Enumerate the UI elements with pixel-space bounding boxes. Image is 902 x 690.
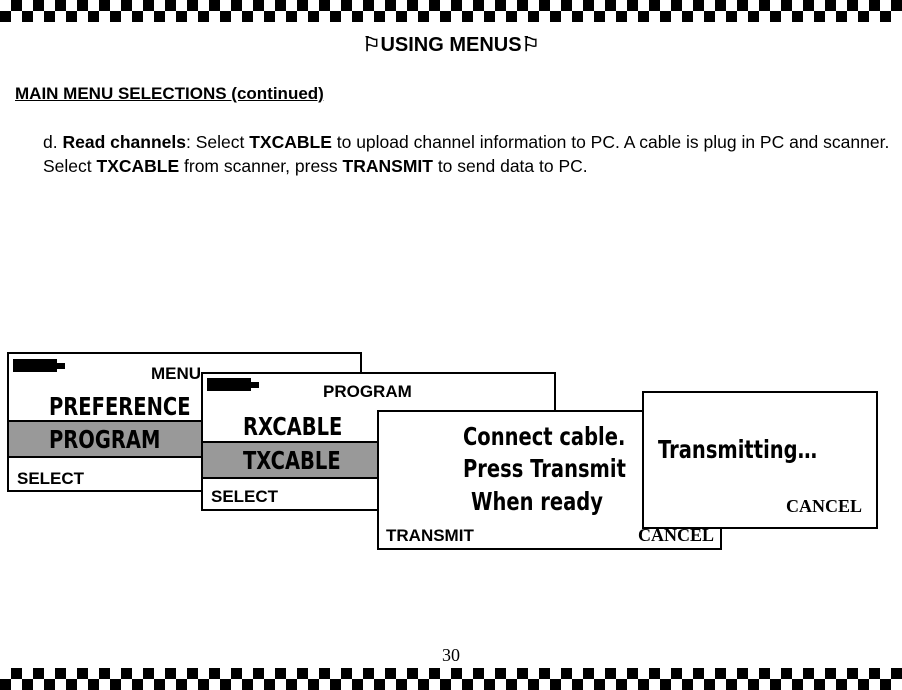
connect-line-2: Press Transmit <box>463 454 626 483</box>
connect-line-3: When ready <box>471 487 603 516</box>
menu-title: MENU <box>151 364 202 383</box>
paragraph-text-3: from scanner, press <box>179 156 343 176</box>
softkey-select[interactable]: SELECT <box>211 487 279 506</box>
paragraph-term: Read channels <box>62 132 186 152</box>
program-title: PROGRAM <box>323 382 412 401</box>
softkey-cancel[interactable]: CANCEL <box>785 496 862 516</box>
softkey-transmit[interactable]: TRANSMIT <box>386 526 474 545</box>
paragraph-text-1: : Select <box>186 132 250 152</box>
softkey-cancel[interactable]: CANCEL <box>637 525 714 545</box>
paragraph-text-2: to upload channel information to PC. A c… <box>43 132 890 176</box>
paragraph-keyword-transmit: TRANSMIT <box>342 156 433 176</box>
transmitting-message: Transmitting… <box>658 435 818 464</box>
checker-border-top <box>0 0 902 22</box>
paragraph-keyword-txcable-2: TXCABLE <box>96 156 180 176</box>
page-title-text: USING MENUS <box>380 34 522 56</box>
checker-border-bottom <box>0 668 902 690</box>
page-title: ⚐USING MENUS⚐ <box>0 32 902 57</box>
screen-transmitting: Transmitting… CANCEL <box>642 391 878 529</box>
instruction-paragraph: d. Read channels: Select TXCABLE to uplo… <box>43 130 893 178</box>
flag-icon-right: ⚐ <box>521 34 540 56</box>
flag-icon-left: ⚐ <box>362 34 381 56</box>
paragraph-prefix: d. <box>43 132 63 152</box>
paragraph-keyword-txcable-1: TXCABLE <box>249 132 332 152</box>
softkey-select[interactable]: SELECT <box>17 469 85 488</box>
page-number: 30 <box>442 645 460 665</box>
section-heading: MAIN MENU SELECTIONS (continued) <box>15 84 324 103</box>
connect-line-1: Connect cable. <box>463 422 626 451</box>
program-item-rxcable[interactable]: RXCABLE <box>243 412 343 441</box>
menu-item-preference[interactable]: PREFERENCE <box>49 392 191 421</box>
paragraph-text-4: to send data to PC. <box>432 156 588 176</box>
